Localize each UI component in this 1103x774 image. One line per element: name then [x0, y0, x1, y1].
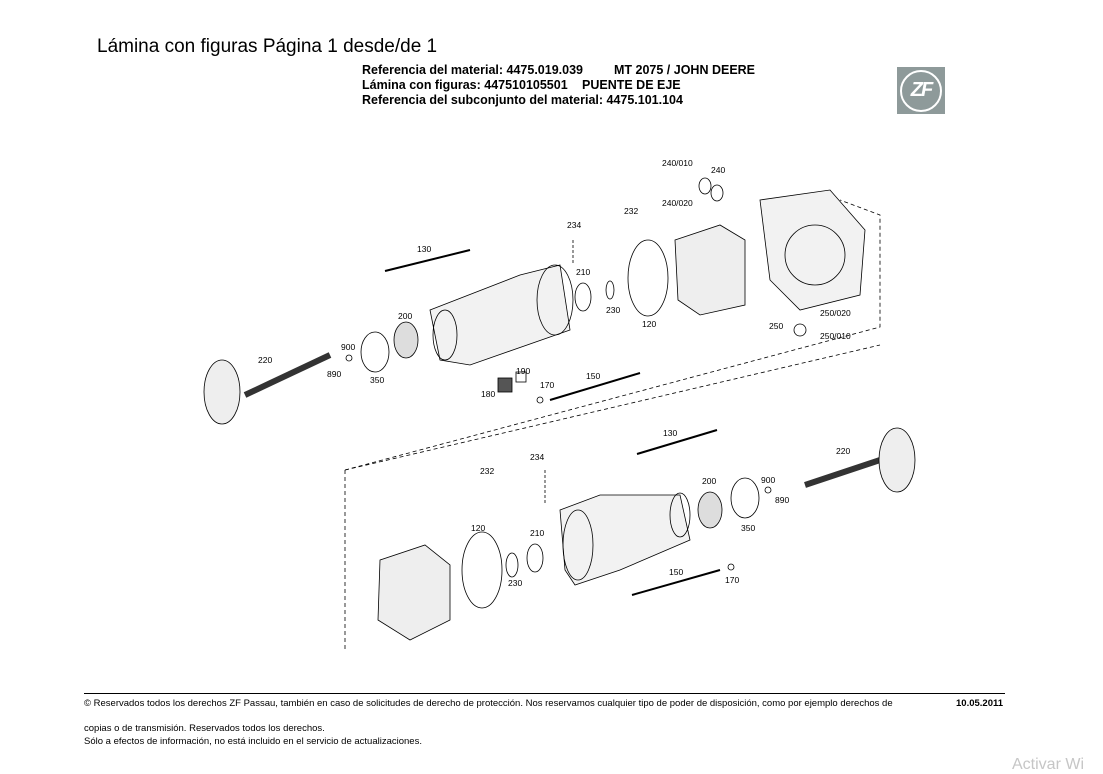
- planetary-housing: [759, 189, 866, 311]
- callout-240-010: 240/010: [662, 158, 693, 168]
- callout-130: 130: [417, 244, 432, 254]
- callout-350: 350: [370, 375, 385, 385]
- zf-logo: ZF: [897, 67, 945, 114]
- shaft-220: [243, 352, 332, 398]
- callout-234: 234: [567, 220, 582, 230]
- flange-220-b: [878, 427, 916, 493]
- bearing-200: [393, 321, 419, 359]
- callout-240-020: 240/020: [662, 198, 693, 208]
- ring-gear: [674, 224, 746, 316]
- callout-200: 200: [398, 311, 413, 321]
- callout-170: 170: [540, 380, 555, 390]
- model: MT 2075 / JOHN DEERE: [614, 63, 756, 77]
- callout-234-b: 234: [530, 452, 545, 462]
- callout-190: 190: [516, 366, 531, 376]
- callout-890: 890: [327, 369, 342, 379]
- callout-900: 900: [341, 342, 356, 352]
- housing-bottom: [559, 494, 691, 586]
- figure-name: PUENTE DE EJE: [582, 78, 681, 92]
- ring-gear-b: [377, 544, 451, 641]
- callout-150: 150: [586, 371, 601, 381]
- callout-890-b: 890: [775, 495, 790, 505]
- callout-230-b: 230: [508, 578, 523, 588]
- material-reference: Referencia del material: 4475.019.039: [362, 63, 583, 77]
- bolt-130-b: [636, 429, 718, 455]
- copyright-line-2: copias o de transmisión. Reservados todo…: [84, 723, 325, 734]
- housing-top: [429, 264, 571, 366]
- callout-180: 180: [481, 389, 496, 399]
- callout-170-b: 170: [725, 575, 740, 585]
- callout-232-b: 232: [480, 466, 495, 476]
- copyright-line-1: © Reservados todos los derechos ZF Passa…: [84, 698, 893, 709]
- callout-220: 220: [258, 355, 273, 365]
- top-assembly: [203, 177, 881, 471]
- callout-250-020: 250/020: [820, 308, 851, 318]
- ring-350-b: [730, 477, 760, 519]
- seal-210: [574, 282, 592, 312]
- callout-900-b: 900: [761, 475, 776, 485]
- flange-220: [203, 359, 241, 425]
- callout-250-010: 250/010: [820, 331, 851, 341]
- oring-120-b: [461, 531, 503, 609]
- oring-120: [627, 239, 669, 317]
- zf-logo-mark: ZF: [900, 69, 942, 112]
- seal-210-b: [526, 543, 544, 573]
- bearing-200-b: [697, 491, 723, 529]
- callout-210: 210: [576, 267, 591, 277]
- ring-350: [360, 331, 390, 373]
- figure-reference: Lámina con figuras: 447510105501: [362, 78, 568, 92]
- subassembly-reference: Referencia del subconjunto del material:…: [362, 93, 683, 107]
- callout-120-b: 120: [471, 523, 486, 533]
- callout-240: 240: [711, 165, 726, 175]
- callout-200-b: 200: [702, 476, 717, 486]
- bolt-130: [384, 249, 471, 272]
- callout-350-b: 350: [741, 523, 756, 533]
- info-notice: Sólo a efectos de información, no está i…: [84, 736, 422, 747]
- callout-130-b: 130: [663, 428, 678, 438]
- callout-220-b: 220: [836, 446, 851, 456]
- bottom-assembly: [344, 344, 916, 650]
- page-title: Lámina con figuras Página 1 desde/de 1: [97, 36, 438, 57]
- activation-watermark: Activar Wi: [1012, 756, 1084, 773]
- callout-120: 120: [642, 319, 657, 329]
- bolt-150: [549, 372, 641, 401]
- exploded-diagram: [203, 177, 916, 650]
- document-date: 10.05.2011: [956, 698, 1004, 709]
- callout-232: 232: [624, 206, 639, 216]
- callout-150-b: 150: [669, 567, 684, 577]
- part-180: [497, 377, 513, 393]
- callout-230: 230: [606, 305, 621, 315]
- callout-250: 250: [769, 321, 784, 331]
- bolt-150-b: [631, 569, 721, 596]
- footer-divider: [84, 693, 1005, 694]
- callout-210-b: 210: [530, 528, 545, 538]
